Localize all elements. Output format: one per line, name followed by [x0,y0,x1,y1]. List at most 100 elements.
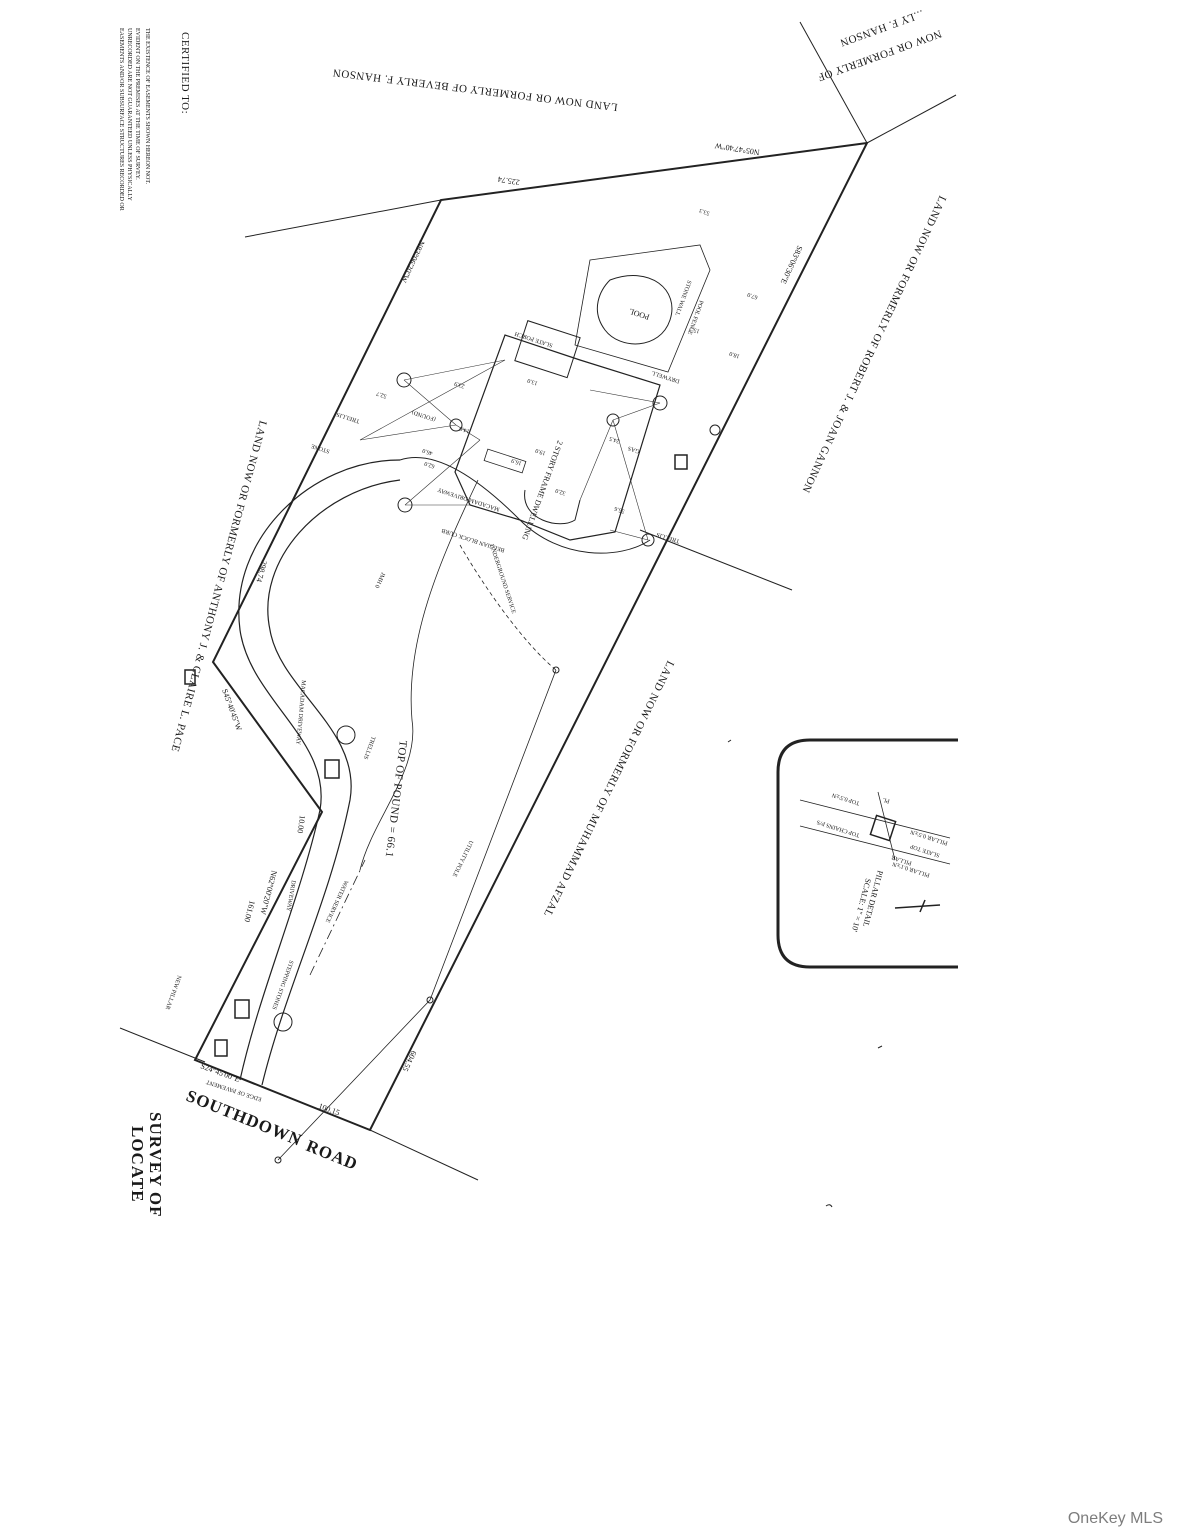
pool-fence [574,244,711,373]
elev-label: JMH 0 [373,571,385,589]
steps [483,448,527,474]
new-pillar: NEW PILLAR [164,974,182,1010]
dim: 52.7 [376,390,388,399]
drywell-marker [652,395,668,411]
drywell-marker [449,418,463,432]
stone-wall-hatch [184,454,688,1057]
found-label: (FOUND) [411,408,437,422]
note-line-2: UNRECORDED ARE NOT GUARANTEED UNLESS PHY… [126,28,132,201]
drywell-marker [709,424,721,436]
property-boundary [193,141,869,1132]
dim: 13.0 [527,377,539,386]
underground-service-line [459,544,557,671]
utility-point [274,1156,282,1164]
pillar-line-2 [799,825,951,865]
note-line-1: EASEMENTS AND/OR SUBSURFACE STRUCTURES R… [118,28,124,211]
pond-contour [359,479,479,871]
north-distance: 225.74 [497,175,520,187]
west-bearing: N83°06'20"W [399,239,426,284]
adjoin-north-west [244,199,442,238]
trellis-label-2: TRELLIS [362,735,376,760]
sw-bearing-2: N62°00'20"W [258,869,279,915]
dim: 62.0 [424,460,436,469]
trellis-label: TRELLIS [336,411,361,424]
driveway-label: MACADAM DRIVEWAY [294,680,306,746]
dim: 24.5 [609,435,621,444]
title-line-2: LOCATE [128,1126,147,1203]
east-bearing: S83°06'30"E [779,244,805,285]
pillar-square [869,814,897,842]
dwelling-group: SLATE PORCH 2 STORY FRAME DWELLING MACAD… [399,320,661,554]
pillar-label-2: TOP CHAINS P/S [816,818,860,838]
pillar-label-3: PILLAR 0.5'±N [909,828,948,846]
adjoiner-south: LAND NOW OR FORMERLY OF MUHAMMAD AFZAL [541,659,676,919]
north-arrow-icon [894,899,941,913]
gas-marker [606,413,620,427]
dwelling-bay [524,489,581,525]
certification-note: EASEMENTS AND/OR SUBSURFACE STRUCTURES R… [118,28,150,211]
utility-line [277,669,557,1161]
road-bearing: S24°45'00"E [199,1061,241,1084]
pillar-detail-frame [776,738,958,969]
stray-mark [825,1204,833,1208]
pool-group: POOL POOL FENCE STONE WALL [574,244,711,373]
note-line-4: THE EXISTENCE OF EASEMENTS SHOWN HEREON … [144,28,150,185]
trellis-marker [641,533,655,547]
road-line-right [369,1129,479,1181]
watermark: OneKey MLS [1067,1510,1163,1527]
survey-title: SURVEY OF LOCATE [128,1112,165,1218]
adjoin-east-division [639,529,793,591]
adjoiner-north: LAND NOW OR FORMERLY OF BEVERLY F. HANSO… [332,66,618,113]
dim: 18.0 [729,350,741,359]
dim: 32.0 [555,487,567,496]
dim: 55.6 [614,505,626,514]
stray-mark [877,1045,883,1049]
stone-wall-label: STONE WALL [673,279,692,316]
sw-distance-2: 10.00 [296,815,307,834]
east-long-distance: 604.55 [401,1049,419,1073]
adjoin-north-east [866,94,957,144]
site-markers [273,372,721,1164]
slate-porch [514,320,581,379]
underground-service: UNDERGROUND SERVICE [488,544,516,615]
gas-label: GAS [627,444,640,453]
sw-bearing: S45°40'45"W [220,688,244,733]
utility-pole: UTILITY POLE [451,839,474,878]
dim: 15.7 [689,325,701,334]
sw-distance-1: 161.00 [242,899,256,923]
tree-marker [396,372,412,388]
curb-curve [399,457,651,554]
tree-marker [273,1012,293,1032]
pool-label: POOL [628,307,651,322]
adjoiner-east: LAND NOW OR FORMERLY OF ROBERT J. & JOAN… [799,194,948,495]
dim: 23.9 [454,380,466,389]
stray-mark [727,739,732,743]
stepping-stones: STEPPING STONES [270,959,293,1010]
tree-marker [336,725,356,745]
pillar-label-1: TOP 0.5'±N [831,791,861,806]
dim: 53.3 [699,207,711,216]
road-name-2: ROAD [304,1136,361,1174]
pillar-pl-line [877,791,896,861]
dim: 16.9 [511,457,523,466]
top-of-pound: TOP OF POUND = 66.1 [383,740,409,859]
certified-to: CERTIFIED TO: [179,32,191,114]
road-line-left [119,1027,206,1063]
dim: 67.0 [747,291,759,300]
north-bearing: N05°47'40"W [714,141,761,157]
utility-point [426,996,434,1004]
adjoin-corner [799,21,868,144]
pillar-detail: PL TOP 0.5'±N TOP CHAINS P/S PILLAR 0.5'… [776,738,958,969]
dimensions: 23.9 14.9 13.0 16.9 19.0 32.0 46.0 55.6 … [376,207,759,514]
west-distance: 298.74 [254,559,268,583]
dim: 46.0 [422,447,434,456]
note-line-3: EVIDENT ON THE PREMISES AT THE TIME OF S… [134,28,140,180]
tie-lines [359,359,661,541]
service-point [552,666,560,674]
pillar-pl: PL [882,796,891,804]
dim: 14.9 [459,425,471,434]
macadam-driveway-label: MACADAM DRIVEWAY [436,486,500,512]
title-line-1: SURVEY OF [146,1112,165,1218]
driveway-edge-2 [238,459,401,1081]
